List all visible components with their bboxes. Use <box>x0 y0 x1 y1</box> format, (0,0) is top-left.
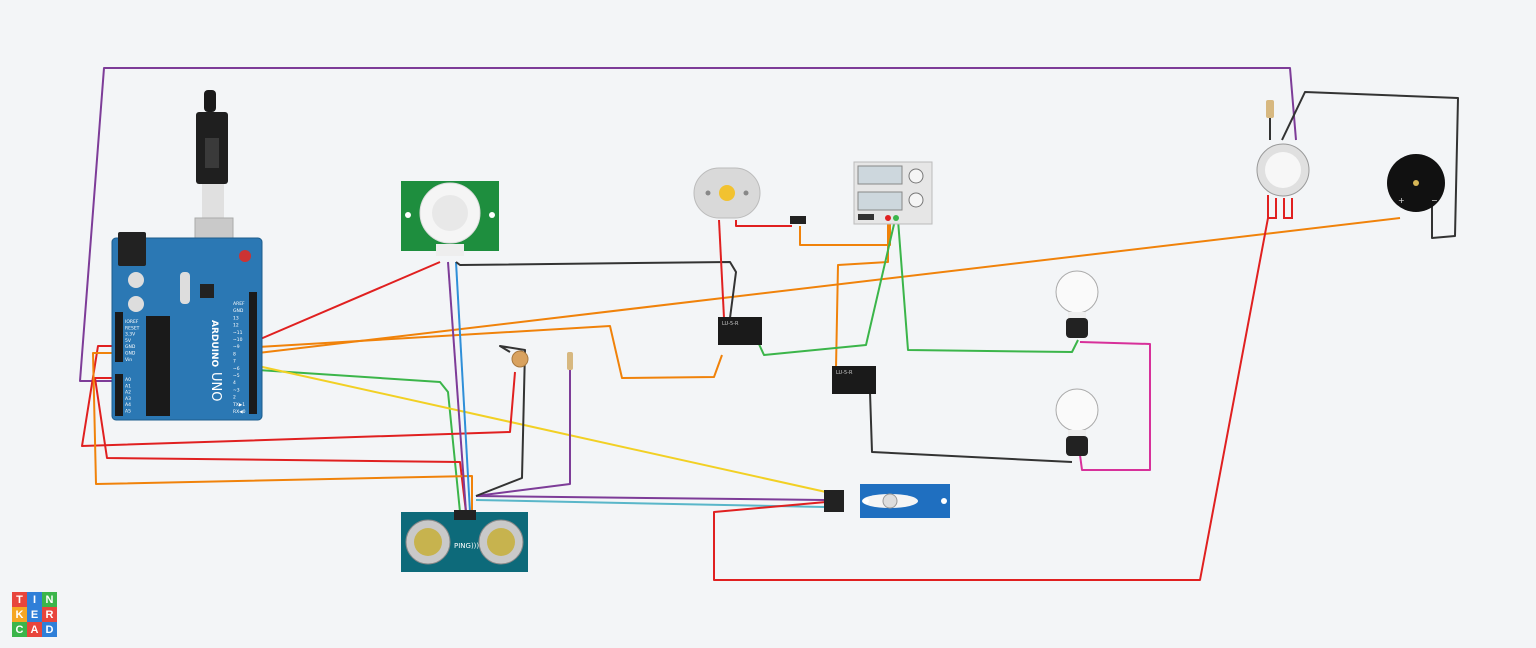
relay-2-label: LU-5-R <box>836 370 853 376</box>
resistor-ldr[interactable] <box>567 352 573 370</box>
pin-label: 7 <box>233 359 236 365</box>
pin-label: A5 <box>125 409 131 415</box>
wire-orange-relay1[interactable] <box>257 325 723 379</box>
logo-letter: I <box>27 592 42 607</box>
wire-red-motor[interactable] <box>718 219 725 319</box>
wire-black-pir-relay[interactable] <box>455 261 737 319</box>
pin-label: 12 <box>233 323 239 329</box>
piezo-buzzer[interactable]: + − <box>1387 154 1445 212</box>
wire-red-gas[interactable] <box>713 217 1269 581</box>
ultrasonic-label: PING))) <box>454 542 479 550</box>
pin-label: ~6 <box>233 366 240 372</box>
pin-label: A4 <box>125 402 131 408</box>
logo-letter: A <box>27 622 42 637</box>
pin-label: A3 <box>125 396 131 402</box>
arduino-model: UNO <box>208 372 223 401</box>
wire-black-ldr[interactable] <box>475 345 526 497</box>
wire-black-bulb2[interactable] <box>869 391 1073 463</box>
wire-red-pir[interactable] <box>257 261 441 341</box>
wire-green-bulb1[interactable] <box>897 219 1079 353</box>
pin-label: AREF <box>233 301 245 307</box>
pin-label: RX◀0 <box>233 409 246 415</box>
pin-label: 4 <box>233 380 236 386</box>
logo-letter: N <box>42 592 57 607</box>
pin-label: 2 <box>233 395 236 401</box>
wire-green-ultra[interactable] <box>257 369 461 513</box>
pin-label: 13 <box>233 315 239 321</box>
pin-label: A0 <box>125 377 131 383</box>
wire-orange-buzzer[interactable] <box>257 217 1401 354</box>
pin-label: ~11 <box>233 330 243 336</box>
wire-green-relay1[interactable] <box>757 219 896 356</box>
light-bulb-1[interactable] <box>1055 270 1099 338</box>
wire-red-ldr[interactable] <box>81 345 516 447</box>
wire-purple-resistor[interactable] <box>475 370 571 497</box>
servo-motor[interactable] <box>824 484 950 518</box>
pin-label: GND <box>233 308 244 314</box>
photoresistor[interactable] <box>511 350 529 368</box>
relay-1[interactable]: LU-5-R <box>718 317 762 345</box>
wire-red-ultra[interactable] <box>94 377 467 513</box>
logo-letter: K <box>12 607 27 622</box>
wire-orange-relay2[interactable] <box>835 220 889 369</box>
wire-orange-ultra[interactable] <box>92 352 473 512</box>
pin-label: 3.3V <box>125 332 136 338</box>
slide-switch[interactable] <box>790 216 806 224</box>
resistor-gas[interactable] <box>1266 100 1274 118</box>
wire-black-buzzer[interactable] <box>1281 91 1459 239</box>
wire-teal-servo[interactable] <box>475 499 825 508</box>
pin-label: GND <box>125 351 136 357</box>
wire-purple-pir[interactable] <box>447 261 467 513</box>
pin-label: ~9 <box>233 344 240 350</box>
arduino-brand: ARDUINO <box>209 320 219 368</box>
pin-label: ~5 <box>233 373 240 379</box>
pin-label: ~3 <box>233 387 240 393</box>
ultrasonic-sensor[interactable]: PING))) <box>401 510 528 572</box>
dc-motor[interactable] <box>693 167 761 219</box>
logo-letter: E <box>27 607 42 622</box>
gas-sensor[interactable] <box>1256 143 1310 219</box>
wires <box>79 67 1459 581</box>
pin-label: ~10 <box>233 337 243 343</box>
buzzer-minus: − <box>1431 196 1438 205</box>
wire-purple-servo[interactable] <box>475 495 825 501</box>
arduino-uno[interactable]: ARDUINO UNO AREFGND1312~11~10~987~6~54~3… <box>111 90 263 421</box>
buzzer-plus: + <box>1398 196 1405 205</box>
pin-label: GND <box>125 344 136 350</box>
relay-1-label: LU-5-R <box>722 321 739 327</box>
pir-sensor[interactable] <box>401 181 499 256</box>
pin-label: IOREF <box>125 319 139 325</box>
wire-yellow-servo[interactable] <box>257 365 827 493</box>
logo-letter: D <box>42 622 57 637</box>
pin-label: 8 <box>233 351 236 357</box>
pin-label: A2 <box>125 390 131 396</box>
relay-2[interactable]: LU-5-R <box>832 366 876 394</box>
wire-pink-bulbs[interactable] <box>1079 341 1151 471</box>
logo-letter: C <box>12 622 27 637</box>
light-bulb-2[interactable] <box>1055 388 1099 456</box>
pin-label: 5V <box>125 338 132 344</box>
logo-letter: T <box>12 592 27 607</box>
pin-label: RESET <box>125 325 140 331</box>
wire-blue-pir[interactable] <box>455 261 471 513</box>
power-supply[interactable] <box>853 161 933 225</box>
wire-red-switch[interactable] <box>735 220 792 227</box>
logo-letter: R <box>42 607 57 622</box>
wire-orange-psu[interactable] <box>799 218 891 246</box>
pin-label: A1 <box>125 383 131 389</box>
pin-label: Vin <box>125 357 132 363</box>
pin-label: TX▶1 <box>232 402 245 408</box>
